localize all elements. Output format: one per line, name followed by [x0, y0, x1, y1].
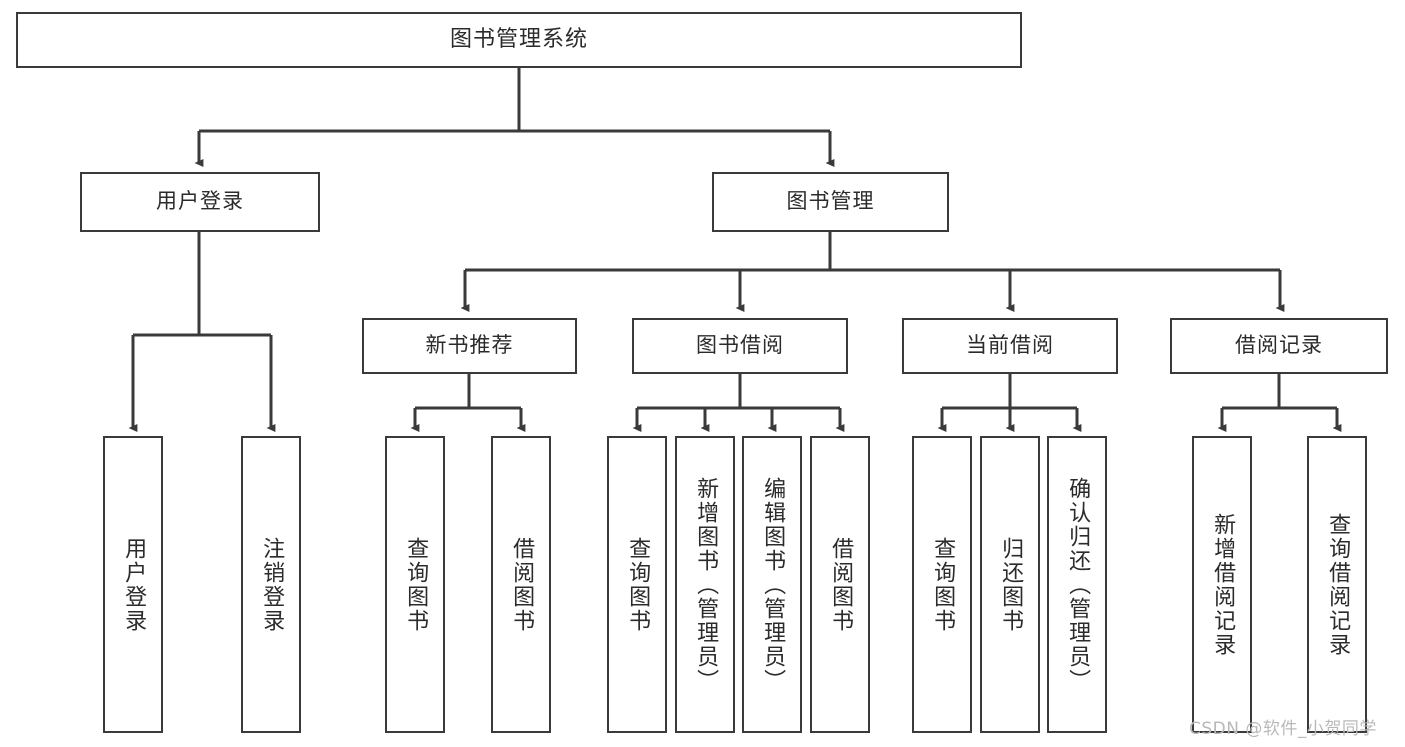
node-leaf-edit-book[interactable]: 编辑图书（管理员）: [742, 436, 802, 733]
node-new-book-recommend[interactable]: 新书推荐: [362, 318, 577, 374]
node-root[interactable]: 图书管理系统: [16, 12, 1022, 68]
node-label: 借阅记录: [1235, 333, 1323, 358]
node-label: 查询借阅记录: [1325, 512, 1351, 657]
node-borrow-record[interactable]: 借阅记录: [1170, 318, 1388, 374]
node-book-manage[interactable]: 图书管理: [712, 172, 949, 232]
node-current-borrow[interactable]: 当前借阅: [902, 318, 1118, 374]
node-label: 用户登录: [156, 189, 244, 214]
node-label: 图书管理: [786, 189, 875, 214]
node-leaf-query-book-2[interactable]: 查询图书: [607, 436, 667, 733]
node-label: 编辑图书（管理员）: [760, 476, 786, 693]
node-label: 查询图书: [930, 536, 956, 633]
node-label: 图书借阅: [696, 333, 784, 358]
node-leaf-query-book-3[interactable]: 查询图书: [912, 436, 972, 733]
node-label: 注销登录: [259, 536, 285, 633]
node-leaf-return-book[interactable]: 归还图书: [980, 436, 1040, 733]
node-leaf-logout[interactable]: 注销登录: [241, 436, 301, 733]
node-label: 查询图书: [625, 536, 651, 633]
node-label: 当前借阅: [966, 333, 1054, 358]
node-label: 新书推荐: [425, 333, 514, 358]
node-label: 确认归还（管理员）: [1065, 476, 1091, 693]
node-label: 用户登录: [121, 536, 147, 633]
node-label: 新增图书（管理员）: [693, 476, 719, 693]
node-leaf-query-book-1[interactable]: 查询图书: [385, 436, 445, 733]
node-label: 归还图书: [998, 536, 1024, 633]
node-label: 查询图书: [403, 536, 429, 633]
node-label: 借阅图书: [509, 536, 535, 633]
node-leaf-query-record[interactable]: 查询借阅记录: [1307, 436, 1367, 733]
node-leaf-user-login[interactable]: 用户登录: [103, 436, 163, 733]
node-label: 图书管理系统: [449, 26, 588, 52]
node-user-login[interactable]: 用户登录: [80, 172, 320, 232]
node-leaf-add-book[interactable]: 新增图书（管理员）: [675, 436, 735, 733]
node-label: 借阅图书: [828, 536, 854, 633]
node-book-borrow[interactable]: 图书借阅: [632, 318, 848, 374]
node-leaf-borrow-book-2[interactable]: 借阅图书: [810, 436, 870, 733]
watermark: CSDN @软件_小贺同学: [1189, 719, 1377, 739]
node-leaf-confirm-return[interactable]: 确认归还（管理员）: [1047, 436, 1107, 733]
node-leaf-add-record[interactable]: 新增借阅记录: [1192, 436, 1252, 733]
node-label: 新增借阅记录: [1210, 512, 1236, 657]
node-leaf-borrow-book-1[interactable]: 借阅图书: [491, 436, 551, 733]
